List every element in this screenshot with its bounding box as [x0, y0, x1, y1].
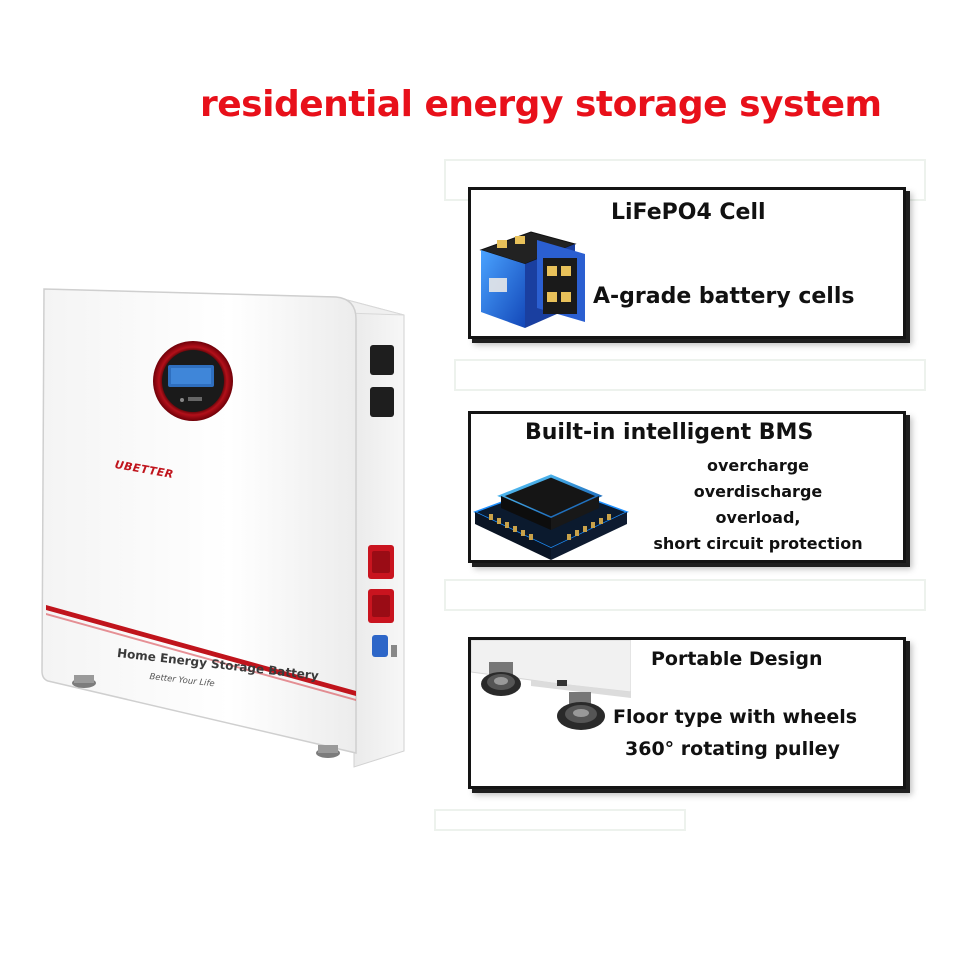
feature-title: Built-in intelligent BMS: [525, 420, 814, 445]
battery-product-image: UBETTER Home Energy Storage Battery Bett…: [36, 283, 416, 768]
feature-card-portable: Portable Design Floor type with wheels 3…: [468, 637, 906, 789]
feature-line: overcharge: [706, 456, 810, 475]
feature-card-lifepo4: LiFePO4 Cell A-grade battery cells: [468, 187, 906, 339]
battery-cells-icon: [479, 231, 585, 328]
feature-line: overdischarge: [693, 482, 823, 501]
feature-line: overload,: [715, 508, 801, 527]
feature-line: Floor type with wheels: [613, 706, 858, 728]
feature-card-bms: Built-in intelligent BMS overcharge over…: [468, 411, 906, 563]
battery-cabinet-illustration: [41, 288, 405, 768]
feature-line: A-grade battery cells: [593, 284, 855, 309]
caster-wheel-icon: [471, 640, 631, 730]
feature-line: 360° rotating pulley: [625, 738, 840, 760]
feature-title: LiFePO4 Cell: [611, 200, 766, 225]
feature-line: short circuit protection: [653, 534, 863, 553]
page-headline: residential energy storage system: [200, 84, 882, 125]
bms-chip-icon: [473, 474, 629, 560]
feature-title: Portable Design: [651, 648, 823, 670]
